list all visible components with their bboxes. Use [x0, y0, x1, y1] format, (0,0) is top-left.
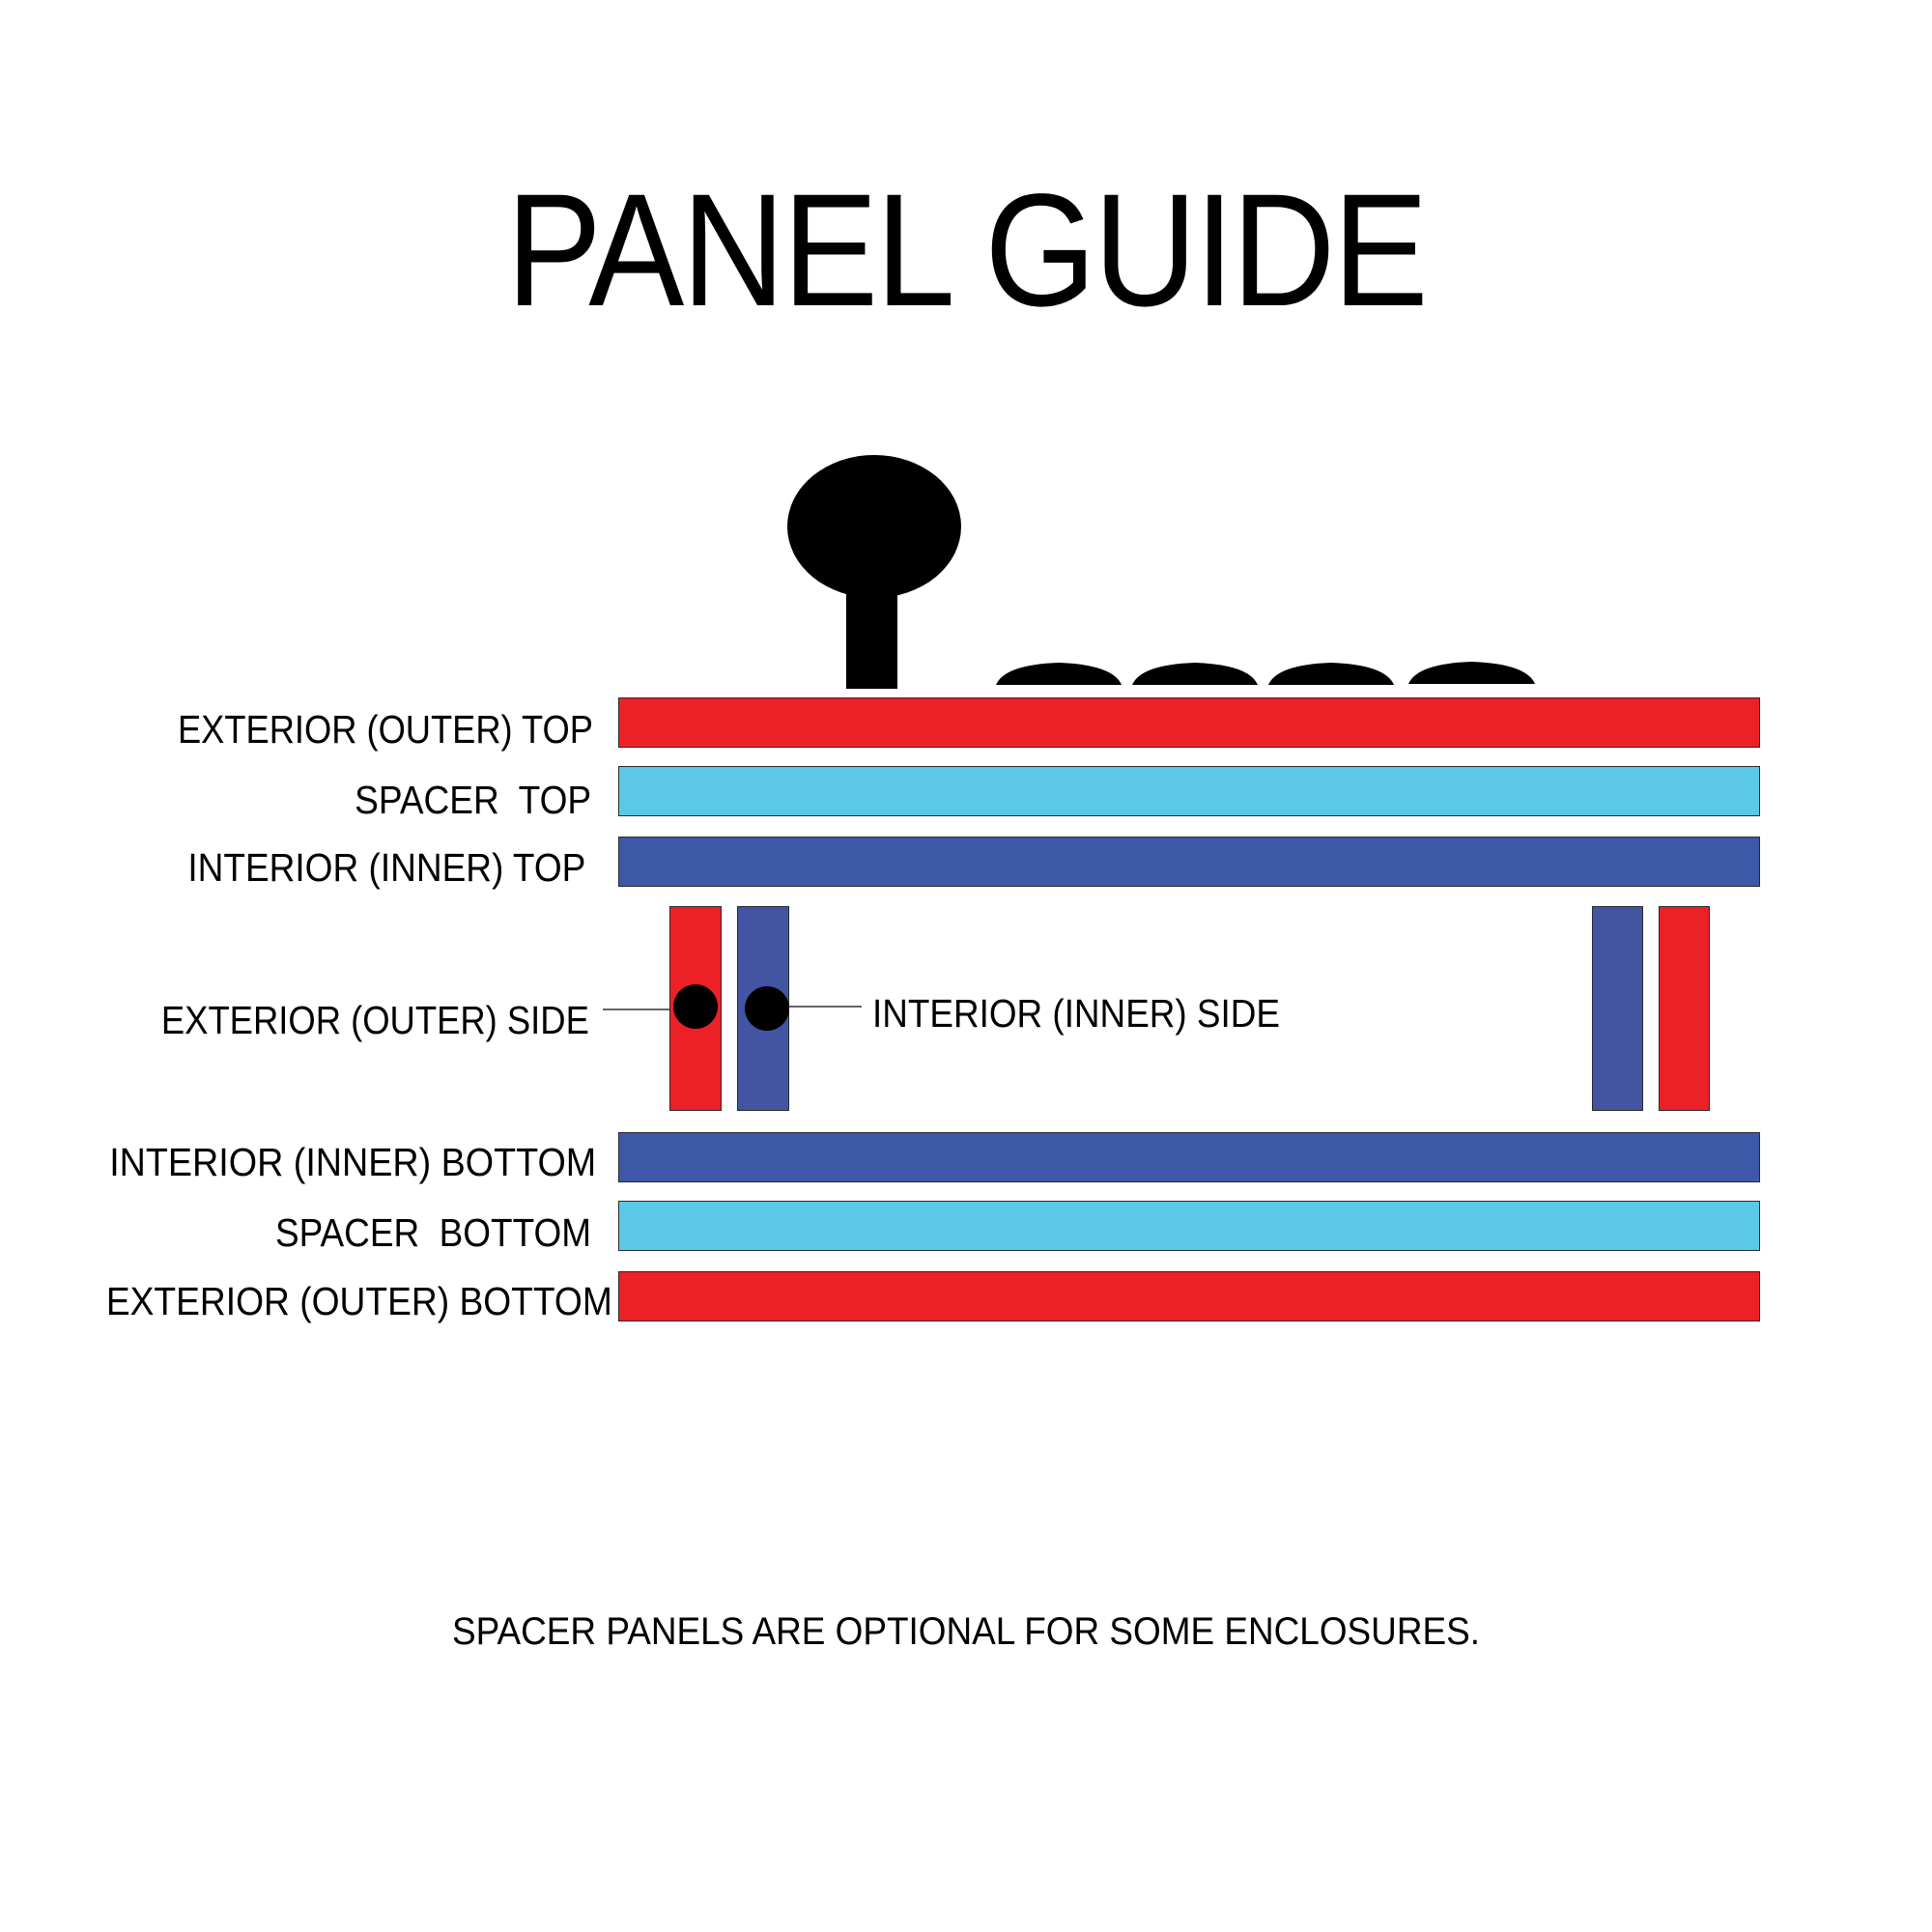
- arcade-buttons-icon: [996, 662, 1535, 685]
- label-interior-bottom: INTERIOR (INNER) BOTTOM: [109, 1140, 596, 1184]
- interior-side-panel-left: [737, 906, 789, 1111]
- label-spacer-bottom: SPACER BOTTOM: [275, 1210, 591, 1255]
- interior-side-panel-right: [1592, 906, 1643, 1111]
- exterior-top-panel: [618, 697, 1760, 748]
- spacer-top-panel: [618, 766, 1760, 816]
- arcade-button-4-icon: [1408, 662, 1535, 684]
- label-exterior-top: EXTERIOR (OUTER) TOP: [178, 707, 593, 752]
- interior-bottom-panel: [618, 1132, 1760, 1182]
- exterior-side-panel-left: [669, 906, 722, 1111]
- label-exterior-side: EXTERIOR (OUTER) SIDE: [161, 998, 589, 1042]
- arcade-button-3-icon: [1268, 663, 1394, 685]
- footer-note: SPACER PANELS ARE OPTIONAL FOR SOME ENCL…: [452, 1610, 1480, 1653]
- arcade-button-1-icon: [996, 663, 1122, 685]
- label-spacer-top: SPACER TOP: [355, 778, 591, 822]
- page-title: PANEL GUIDE: [505, 161, 1429, 340]
- exterior-side-panel-right: [1659, 906, 1710, 1111]
- interior-top-panel: [618, 837, 1760, 887]
- joystick-icon: [787, 455, 961, 689]
- spacer-bottom-panel: [618, 1201, 1760, 1251]
- label-exterior-bottom: EXTERIOR (OUTER) BOTTOM: [106, 1279, 612, 1323]
- arcade-button-2-icon: [1132, 663, 1258, 685]
- label-interior-side: INTERIOR (INNER) SIDE: [872, 991, 1280, 1036]
- exterior-bottom-panel: [618, 1271, 1760, 1321]
- label-interior-top: INTERIOR (INNER) TOP: [187, 845, 585, 890]
